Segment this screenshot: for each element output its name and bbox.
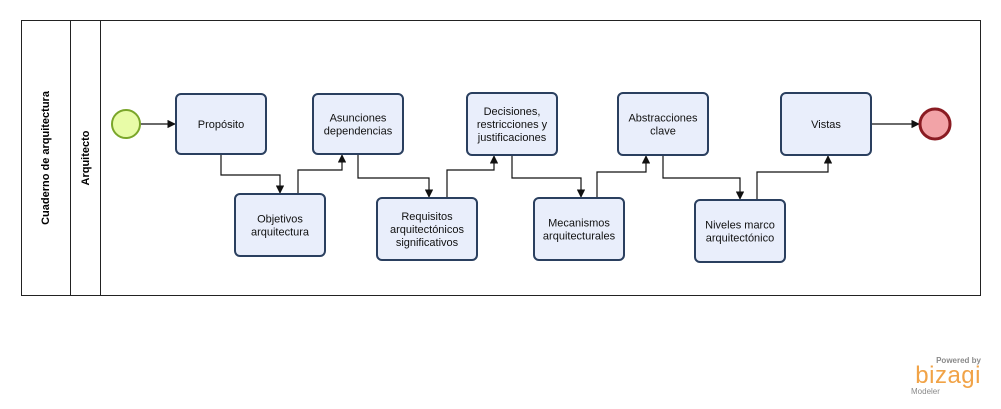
task-t5[interactable]: Decisiones,restricciones yjustificacione…: [466, 92, 558, 156]
task-box[interactable]: [175, 93, 267, 155]
lane-title: Arquitecto: [80, 130, 92, 185]
task-label: justificaciones: [477, 132, 547, 144]
sequence-flow-t4-t5[interactable]: [446, 155, 499, 198]
task-label: arquitectónicos: [390, 224, 464, 236]
task-label: arquitectura: [251, 227, 310, 239]
task-label: restricciones y: [477, 119, 548, 131]
task-label: significativos: [396, 237, 459, 249]
task-t1[interactable]: Propósito: [175, 93, 267, 155]
powered-by-label: Powered by: [936, 356, 981, 365]
task-box[interactable]: [694, 199, 786, 263]
task-label: Asunciones: [330, 113, 387, 125]
product-name: Modeler: [911, 387, 940, 396]
sequence-flow-t2-t3[interactable]: [297, 154, 347, 194]
task-label: arquitecturales: [543, 231, 616, 243]
task-label: Vistas: [811, 119, 841, 131]
sequence-flows: [140, 119, 920, 200]
task-label: Propósito: [198, 119, 244, 131]
task-label: dependencias: [324, 126, 393, 138]
task-box[interactable]: [466, 92, 558, 156]
task-box[interactable]: [617, 92, 709, 156]
end-event[interactable]: [918, 107, 952, 141]
task-label: Mecanismos: [548, 218, 610, 230]
task-label: clave: [650, 126, 676, 138]
task-label: Requisitos: [401, 211, 453, 223]
task-box[interactable]: [312, 93, 404, 155]
pool-frame: [21, 20, 981, 296]
task-box[interactable]: [533, 197, 625, 261]
pool-title: Cuaderno de arquitectura: [40, 90, 52, 225]
task-label: Abstracciones: [628, 113, 698, 125]
bizagi-logo: Powered by bizagi Modeler: [891, 356, 981, 396]
task-label: arquitectónico: [706, 233, 775, 245]
task-label: Objetivos: [257, 214, 303, 226]
task-box[interactable]: [234, 193, 326, 257]
task-box[interactable]: [780, 92, 872, 156]
brand-name: bizagi: [915, 362, 981, 389]
task-label: Decisiones,: [484, 106, 541, 118]
sequence-flow-t5-t6[interactable]: [511, 155, 586, 198]
sequence-flow-t7-t8[interactable]: [662, 155, 745, 200]
task-t9[interactable]: Vistas: [780, 92, 872, 156]
sequence-flow-t6-t7[interactable]: [596, 155, 651, 198]
sequence-flow-t8-t9[interactable]: [756, 155, 833, 200]
task-box[interactable]: [376, 197, 478, 261]
start-event[interactable]: [111, 109, 141, 139]
task-label: Niveles marco: [705, 220, 775, 232]
sequence-flow-t3-t4[interactable]: [357, 154, 434, 198]
sequence-flow-t1-t2[interactable]: [220, 154, 285, 194]
